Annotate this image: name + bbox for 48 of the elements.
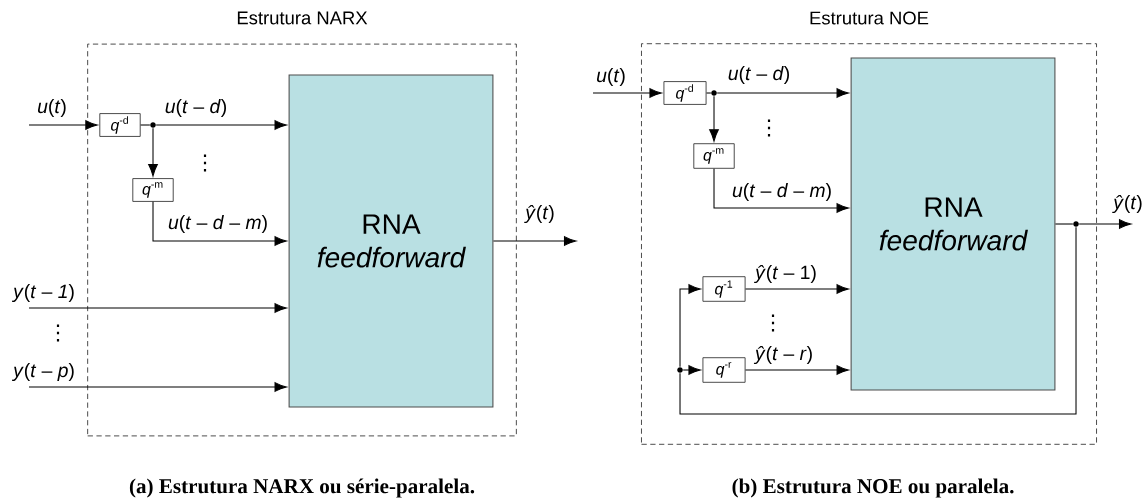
signal-label: u(t – d – m) [732, 183, 831, 201]
ellipsis-dots: ⋮ [56, 324, 60, 342]
signal-label: u(t) [597, 68, 625, 86]
arrow [28, 382, 287, 392]
signal-label: u(t – d) [728, 66, 789, 84]
frame-title: Estrutura NARX [237, 11, 368, 25]
signal-label: ŷ(t – r) [753, 346, 812, 365]
ellipsis-dots: ⋮ [771, 314, 775, 332]
signal-label: y(t – 1) [12, 284, 74, 302]
delay-box: q$^{-r}$ [702, 357, 746, 383]
delay-box: q$^{-d}$ [99, 113, 141, 137]
subfigure-caption: (a) Estrutura NARX ou série-paralela. [129, 478, 475, 498]
network-box: RNA feedforward [288, 74, 494, 408]
subfigure-caption: (b) Estrutura NOE ou paralela. [732, 478, 1014, 498]
arrow [745, 365, 849, 375]
connector-line [1054, 223, 1074, 225]
signal-label: ŷ(t) [524, 205, 554, 224]
signal-label: u(t) [37, 99, 66, 117]
connector-line [679, 226, 1077, 415]
arrow [148, 127, 158, 177]
arrow [152, 201, 287, 246]
arrow [713, 168, 849, 213]
ellipsis-dots: ⋮ [203, 154, 207, 172]
signal-label: u(t – d) [165, 99, 226, 117]
arrow [745, 284, 849, 294]
arrow [682, 365, 701, 375]
arrow [679, 284, 701, 368]
network-box: RNA feedforward [850, 57, 1056, 391]
connector-line [706, 92, 712, 94]
signal-label: y(t – p) [12, 363, 74, 381]
arrow [492, 236, 577, 246]
delay-box: q$^{-d}$ [663, 81, 707, 105]
frame-title: Estrutura NOE [810, 11, 929, 25]
arrow [1078, 219, 1132, 229]
connector-line [140, 124, 151, 126]
arrow [28, 120, 98, 130]
signal-label: ŷ(t) [1112, 195, 1142, 214]
arrow [28, 303, 287, 313]
delay-box: q$^{-1}$ [702, 276, 746, 302]
arrow [716, 88, 849, 98]
ellipsis-dots: ⋮ [767, 119, 771, 137]
arrow [709, 95, 719, 142]
arrow [155, 120, 287, 130]
signal-label: ŷ(t – 1) [754, 265, 816, 284]
arrow [592, 88, 662, 98]
delay-box: q$^{-m}$ [132, 178, 174, 202]
signal-label: u(t – d – m) [168, 215, 267, 233]
delay-box: q$^{-m}$ [693, 143, 735, 169]
